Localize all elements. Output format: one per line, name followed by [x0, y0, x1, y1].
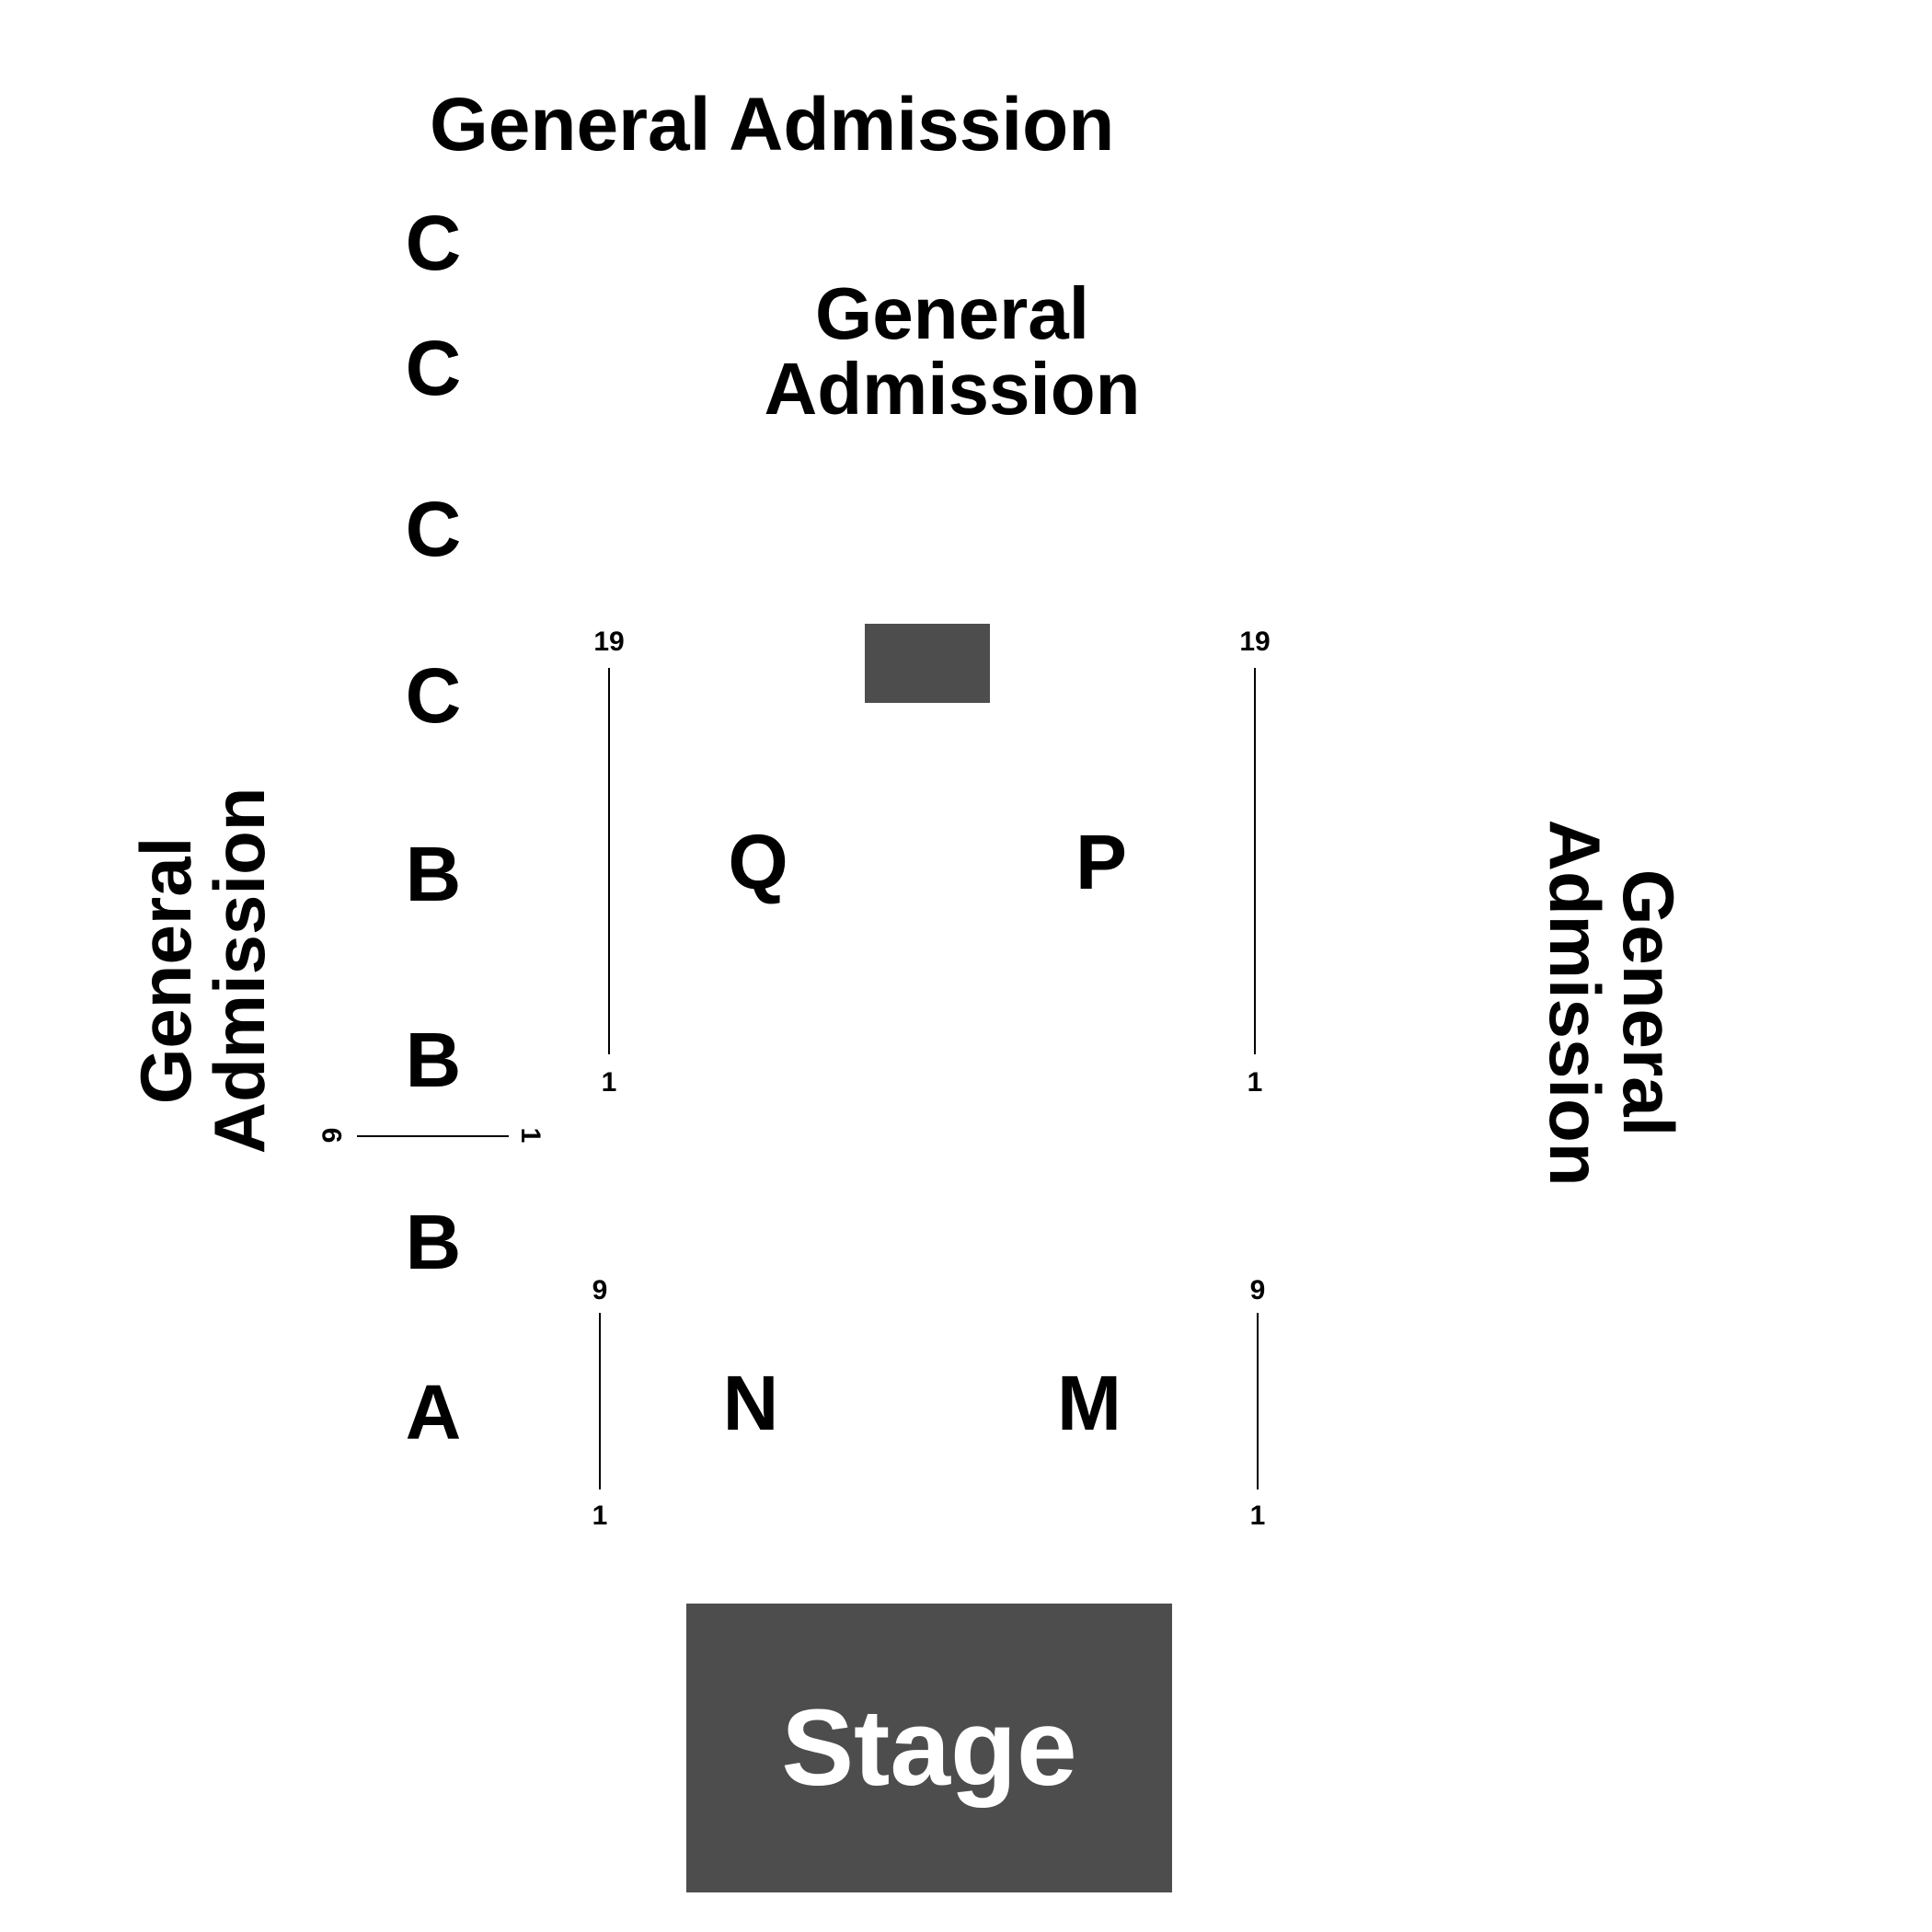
ga-center-line-2: Admission [764, 348, 1141, 430]
ga-left-line-1: General [125, 836, 206, 1105]
seat-number-left-start: 9 [317, 1127, 348, 1144]
control-booth-block [865, 624, 990, 703]
row-label-a[interactable]: A [405, 1369, 462, 1455]
row-label-b[interactable]: B [405, 831, 462, 917]
seat-number-q-top: 19 [593, 627, 625, 657]
seat-number-p-bottom: 1 [1247, 1067, 1263, 1098]
seat-number-m-top: 9 [1249, 1275, 1266, 1305]
ga-center-label[interactable]: General Admission [765, 276, 1141, 427]
ga-top-label[interactable]: General Admission [430, 83, 1115, 167]
section-q-label[interactable]: Q [728, 819, 788, 905]
seat-number-p-top: 19 [1239, 627, 1271, 657]
seat-number-left-end: 1 [515, 1127, 546, 1144]
seat-row-line-q[interactable] [608, 668, 610, 1054]
ga-right-line-2: Admission [1535, 819, 1616, 1187]
seat-number-n-bottom: 1 [592, 1501, 608, 1531]
section-m-label[interactable]: M [1057, 1360, 1121, 1446]
ga-left-label[interactable]: General Admission [125, 787, 280, 1155]
seat-number-q-bottom: 1 [601, 1067, 617, 1098]
row-label-b[interactable]: B [405, 1017, 462, 1103]
seat-row-line-m[interactable] [1257, 1313, 1259, 1489]
ga-right-line-1: General [1608, 868, 1689, 1137]
ga-left-line-2: Admission [199, 787, 280, 1155]
seat-number-m-bottom: 1 [1249, 1501, 1266, 1531]
stage-label: Stage [781, 1687, 1077, 1809]
ga-right-label[interactable]: General Admission [1535, 819, 1689, 1187]
row-label-b[interactable]: B [405, 1199, 462, 1285]
row-label-c[interactable]: C [405, 200, 462, 286]
seat-row-line-left[interactable] [357, 1135, 509, 1137]
seat-number-n-top: 9 [592, 1275, 608, 1305]
stage-block[interactable]: Stage [686, 1604, 1172, 1892]
row-label-c[interactable]: C [405, 486, 462, 572]
seat-row-line-n[interactable] [599, 1313, 601, 1489]
row-label-c[interactable]: C [405, 652, 462, 739]
section-n-label[interactable]: N [722, 1360, 779, 1446]
row-label-c[interactable]: C [405, 325, 462, 411]
seat-row-line-p[interactable] [1254, 668, 1256, 1054]
section-p-label[interactable]: P [1075, 819, 1128, 905]
ga-center-line-1: General [815, 272, 1089, 354]
